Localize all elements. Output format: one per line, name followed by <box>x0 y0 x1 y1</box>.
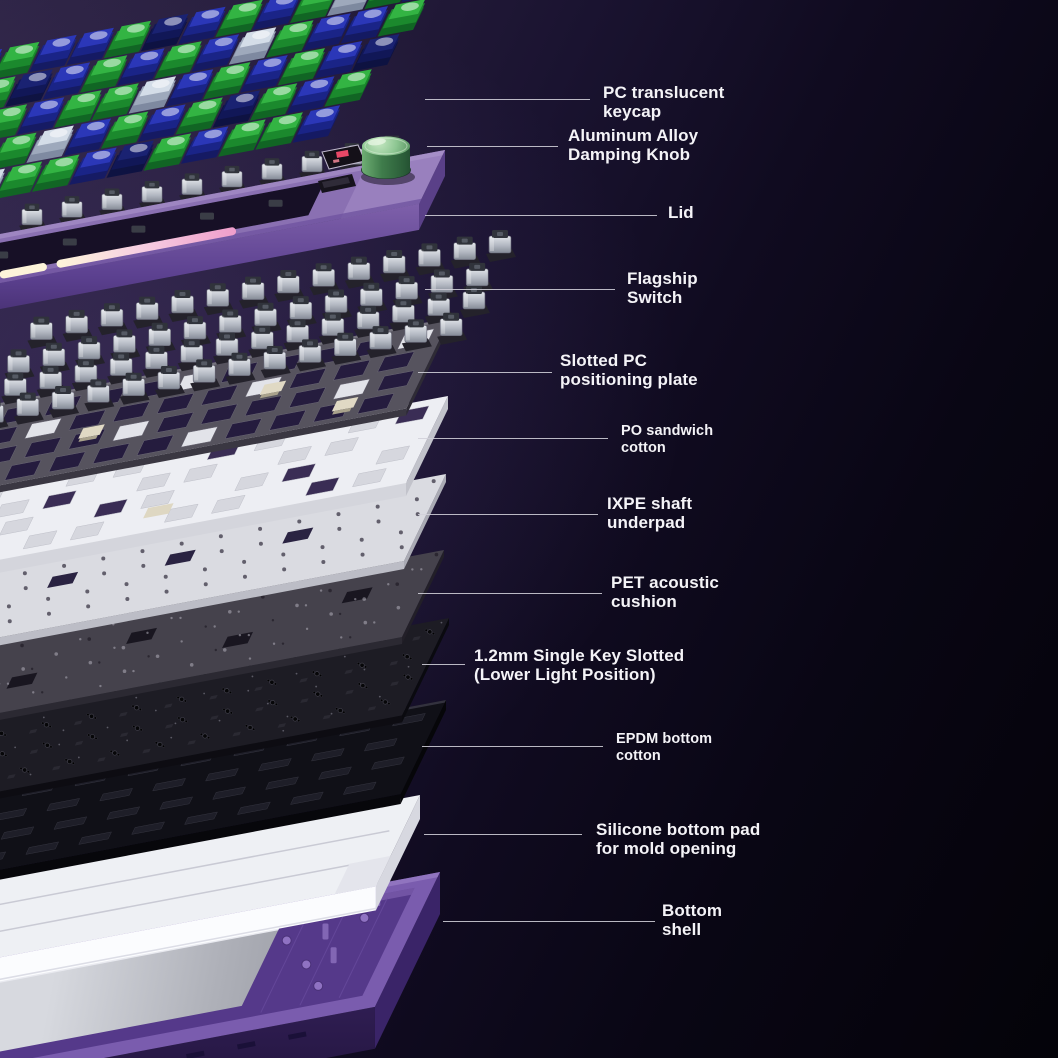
leader-line-pet-acoustic-cushion <box>418 593 602 594</box>
label-aluminum-alloy-damping-knob: Aluminum Alloy Damping Knob <box>568 126 699 164</box>
keycap-layer <box>0 0 426 199</box>
leader-line-bottom-shell <box>443 921 655 922</box>
flagship-switch-layer <box>0 230 516 428</box>
ixpe-underpad-layer <box>0 474 446 646</box>
leader-line-slotted-pc-positioning-plate <box>418 372 552 373</box>
label-ixpe-shaft-underpad: IXPE shaft underpad <box>607 494 693 532</box>
label-epdm-bottom-cotton: EPDM bottom cotton <box>616 731 713 764</box>
leader-line-silicone-bottom-pad <box>424 834 582 835</box>
label-pc-translucent-keycap: PC translucent keycap <box>603 83 725 121</box>
leader-line-single-key-slotted <box>422 664 465 665</box>
leader-line-epdm-bottom-cotton <box>422 746 603 747</box>
label-pet-acoustic-cushion: PET acoustic cushion <box>611 573 719 611</box>
leader-line-po-sandwich-cotton <box>418 438 608 439</box>
leader-line-ixpe-shaft-underpad <box>418 514 598 515</box>
leader-line-lid <box>425 215 657 216</box>
leader-line-aluminum-alloy-damping-knob <box>427 146 558 147</box>
leader-line-pc-translucent-keycap <box>425 99 590 100</box>
pcb-layer <box>0 618 449 799</box>
label-po-sandwich-cotton: PO sandwich cotton <box>621 423 714 456</box>
po-sandwich-cotton-layer <box>0 396 448 573</box>
label-silicone-bottom-pad: Silicone bottom pad for mold opening <box>596 820 761 858</box>
leader-line-flagship-switch <box>425 289 615 290</box>
label-lid: Lid <box>668 203 694 222</box>
label-flagship-switch: Flagship Switch <box>627 269 698 307</box>
silicone-bottom-pad-layer <box>0 795 420 982</box>
label-single-key-slotted: 1.2mm Single Key Slotted (Lower Light Po… <box>474 646 685 684</box>
label-bottom-shell: Bottom shell <box>662 901 723 939</box>
label-slotted-pc-positioning-plate: Slotted PC positioning plate <box>560 351 698 389</box>
pet-acoustic-cushion-layer <box>0 550 444 720</box>
lid-layer <box>0 136 445 309</box>
damping-knob <box>361 136 415 185</box>
